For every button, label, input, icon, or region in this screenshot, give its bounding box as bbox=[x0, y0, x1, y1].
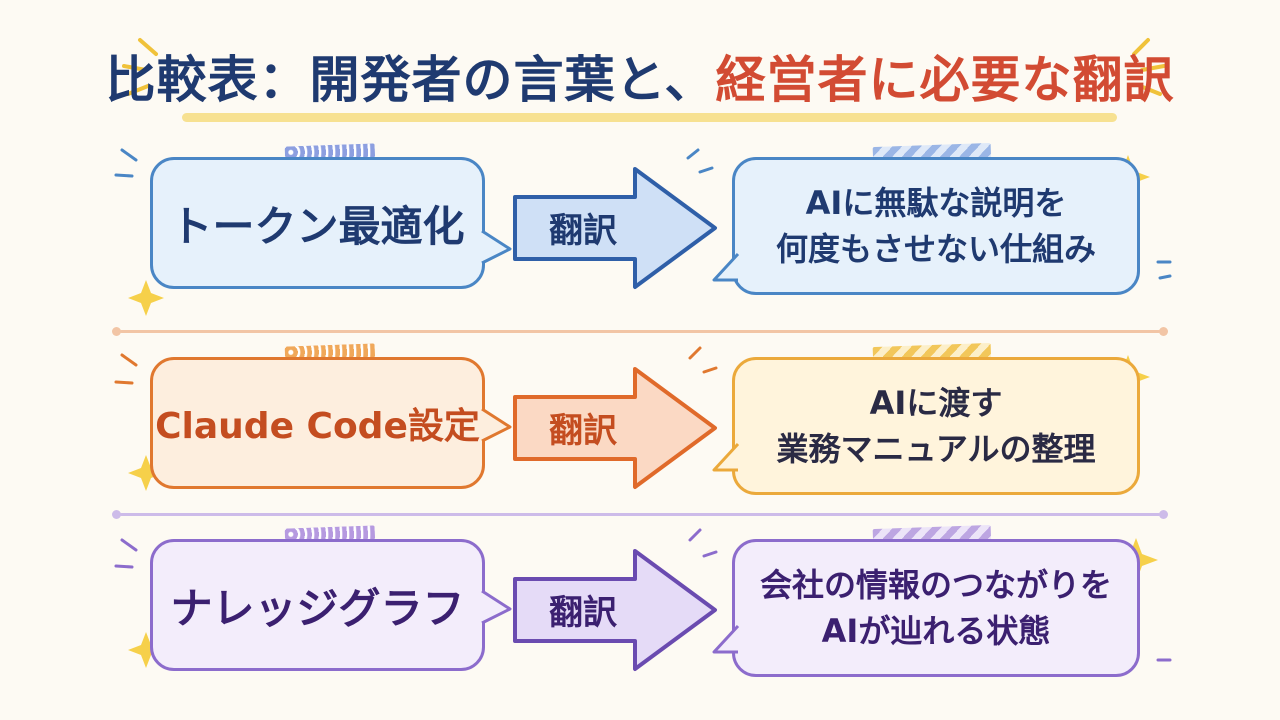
executive-translation-bubble: AIに無駄な説明を 何度もさせない仕組み bbox=[732, 157, 1140, 295]
executive-translation-bubble: AIに渡す 業務マニュアルの整理 bbox=[732, 357, 1140, 495]
row3-star-small-icon bbox=[128, 632, 164, 668]
title-sparkle-left-icon bbox=[122, 38, 158, 96]
developer-term: ナレッジグラフ bbox=[170, 583, 465, 633]
executive-translation-bubble: 会社の情報のつながりを AIが辿れる状態 bbox=[732, 539, 1140, 677]
page-title: 比較表：開発者の言葉と、経営者に必要な翻訳 bbox=[0, 40, 1280, 112]
row1-dash-icon bbox=[114, 148, 1172, 280]
translate-arrow-icon bbox=[513, 167, 717, 289]
row-separator bbox=[112, 510, 1168, 519]
title-underline bbox=[182, 113, 1117, 122]
executive-line-1: AIに渡す bbox=[869, 383, 1003, 422]
executive-line-2: AIが辿れる状態 bbox=[821, 612, 1051, 650]
developer-term-bubble: Claude Code設定 bbox=[150, 357, 485, 489]
row-separator bbox=[112, 327, 1168, 336]
title-part-1: 比較表：開発者の言葉と、 bbox=[105, 51, 716, 109]
row3-dash-icon bbox=[114, 528, 1172, 662]
comparison-row-3: ナレッジグラフ 翻訳 会社の情報のつながりを AIが辿れる状態 bbox=[0, 524, 1280, 702]
arrow-label: 翻訳 bbox=[549, 411, 617, 451]
executive-line-1: AIに無駄な説明を bbox=[805, 183, 1067, 222]
developer-term: Claude Code設定 bbox=[155, 406, 480, 447]
developer-term-bubble: ナレッジグラフ bbox=[150, 539, 485, 671]
bubble-tail-icon bbox=[481, 407, 512, 443]
comparison-row-1: トークン最適化 翻訳 AIに無駄な説明を 何度もさせない仕組み bbox=[0, 142, 1280, 320]
translate-arrow-icon bbox=[513, 549, 717, 671]
row1-star-small-icon bbox=[128, 280, 164, 316]
title-sparkle-right-icon bbox=[1132, 38, 1166, 96]
developer-term: トークン最適化 bbox=[170, 201, 465, 251]
executive-line-1: 会社の情報のつながりを bbox=[759, 565, 1112, 604]
bubble-tail-icon bbox=[481, 589, 512, 625]
row2-dash-icon bbox=[114, 346, 718, 385]
title-part-2: 経営者に必要な翻訳 bbox=[715, 51, 1175, 109]
executive-line-2: 何度もさせない仕組み bbox=[775, 230, 1096, 268]
translate-arrow-icon bbox=[513, 367, 717, 489]
developer-term-bubble: トークン最適化 bbox=[150, 157, 485, 289]
comparison-row-2: Claude Code設定 翻訳 AIに渡す 業務マニュアルの整理 bbox=[0, 342, 1280, 520]
bubble-tail-icon bbox=[712, 252, 740, 282]
arrow-label: 翻訳 bbox=[549, 593, 617, 633]
row2-star-small-icon bbox=[128, 455, 164, 491]
arrow-label: 翻訳 bbox=[549, 211, 617, 251]
bubble-tail-icon bbox=[712, 624, 740, 654]
bubble-tail-icon bbox=[712, 442, 740, 472]
bubble-tail-icon bbox=[481, 229, 512, 265]
executive-line-2: 業務マニュアルの整理 bbox=[776, 430, 1096, 468]
